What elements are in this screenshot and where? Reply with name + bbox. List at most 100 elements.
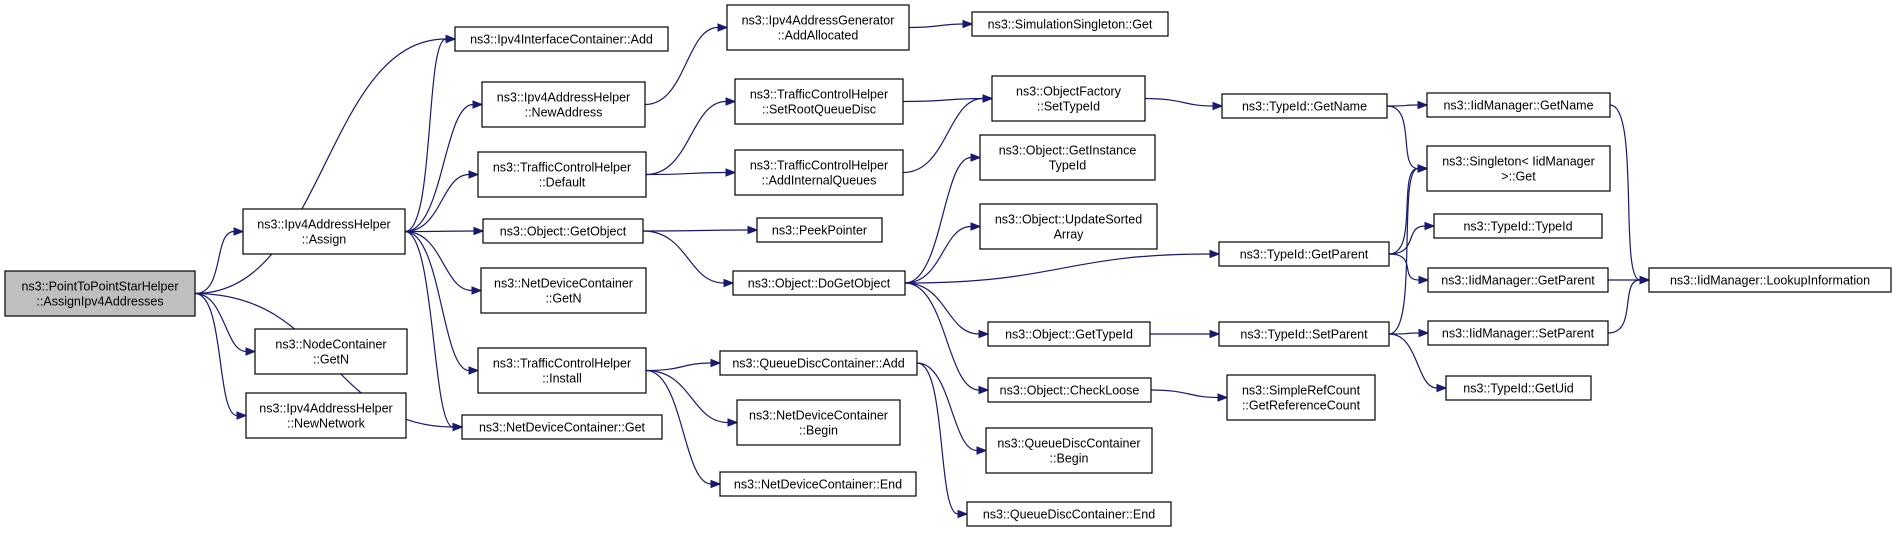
node-getobject[interactable]: ns3::Object::GetObject <box>482 218 644 244</box>
node-label-line: ns3::Ipv4AddressGenerator <box>742 14 895 28</box>
node-iid-getparent[interactable]: ns3::IidManager::GetParent <box>1427 267 1609 293</box>
edge-qdc-add-to-qdc-begin <box>916 362 988 455</box>
node-tch-default[interactable]: ns3::TrafficControlHelper::Default <box>477 151 647 198</box>
arrowhead-icon <box>1424 221 1436 231</box>
node-node-getn[interactable]: ns3::NodeContainer::GetN <box>254 328 408 375</box>
node-label-line: ns3::QueueDiscContainer::End <box>983 508 1155 522</box>
node-label-line: ns3::Singleton< IidManager <box>1442 155 1595 169</box>
node-box <box>985 427 1153 474</box>
arrowhead-icon <box>472 100 484 109</box>
edge-getobject-to-dogetobject <box>642 230 735 288</box>
node-sim-singleton[interactable]: ns3::SimulationSingleton::Get <box>971 11 1169 37</box>
node-label-line: ns3::IidManager::LookupInformation <box>1670 274 1870 288</box>
node-ndc-end[interactable]: ns3::NetDeviceContainer::End <box>719 471 917 497</box>
node-ipv4ic-add[interactable]: ns3::Ipv4InterfaceContainer::Add <box>454 26 669 52</box>
node-tid-getparent[interactable]: ns3::TypeId::GetParent <box>1218 241 1390 267</box>
node-box <box>734 149 904 196</box>
node-label-line: ns3::IidManager::GetName <box>1443 99 1593 113</box>
edge-line <box>645 369 712 485</box>
node-tid-setparent[interactable]: ns3::TypeId::SetParent <box>1218 321 1390 347</box>
edge-addr-assign-to-ipv4ic-add <box>404 34 457 233</box>
arrowhead-icon <box>1417 164 1429 173</box>
edge-line <box>904 253 1211 284</box>
node-label-line: ::AssignIpv4Addresses <box>36 295 163 309</box>
node-iid-lookup[interactable]: ns3::IidManager::LookupInformation <box>1648 267 1892 293</box>
edge-line <box>1150 389 1219 399</box>
node-tid-getuid[interactable]: ns3::TypeId::GetUid <box>1445 375 1592 401</box>
edge-iid-setparent-to-iid-lookup <box>1607 275 1651 334</box>
edge-line <box>1388 332 1420 335</box>
node-label-line: ns3::Object::GetInstance <box>999 144 1137 158</box>
node-label-line: ns3::IidManager::SetParent <box>1442 327 1595 341</box>
edge-tid-setparent-to-iid-setparent <box>1388 328 1430 338</box>
node-addr-assign[interactable]: ns3::Ipv4AddressHelper::Assign <box>242 208 406 255</box>
node-tch-install[interactable]: ns3::TrafficControlHelper::Install <box>477 347 647 394</box>
edge-tch-default-to-add-internal-q <box>645 168 737 177</box>
node-label-line: ns3::TrafficControlHelper <box>750 159 888 173</box>
arrowhead-icon <box>1209 329 1221 339</box>
node-new-address[interactable]: ns3::Ipv4AddressHelper::NewAddress <box>481 81 646 128</box>
edge-line <box>1607 279 1641 334</box>
node-box <box>987 321 1151 347</box>
edge-line <box>194 292 247 353</box>
node-label-line: ::SetRootQueueDisc <box>762 103 876 117</box>
edge-tid-getparent-to-tid-typeid <box>1388 221 1436 255</box>
node-box <box>454 26 669 52</box>
node-qdc-add[interactable]: ns3::QueueDiscContainer::Add <box>719 350 918 376</box>
node-dogetobject[interactable]: ns3::Object::DoGetObject <box>732 270 906 296</box>
node-add-internal-q[interactable]: ns3::TrafficControlHelper::AddInternalQu… <box>734 149 904 196</box>
node-box <box>736 399 901 446</box>
edge-dogetobject-to-obj-gettypeid <box>904 282 990 339</box>
node-qdc-end[interactable]: ns3::QueueDiscContainer::End <box>966 501 1172 527</box>
node-label-line: ns3::NetDeviceContainer <box>749 409 888 423</box>
node-label-line: ns3::TrafficControlHelper <box>493 161 631 175</box>
edge-line <box>194 38 447 295</box>
node-label-line: ns3::IidManager::GetParent <box>1441 274 1595 288</box>
node-qdc-begin[interactable]: ns3::QueueDiscContainer::Begin <box>985 427 1153 474</box>
edge-addr-assign-to-ndc-get <box>404 230 464 432</box>
node-obj-gettypeid[interactable]: ns3::Object::GetTypeId <box>987 321 1151 347</box>
node-box <box>1433 213 1603 239</box>
node-srefcount[interactable]: ns3::SimpleRefCount::GetReferenceCount <box>1226 374 1376 421</box>
node-set-root-qd[interactable]: ns3::TrafficControlHelper::SetRootQueueD… <box>734 78 904 125</box>
node-ndc-getn[interactable]: ns3::NetDeviceContainer::GetN <box>480 267 647 314</box>
arrowhead-icon <box>1418 275 1430 285</box>
node-label-line: ns3::PointToPointStarHelper <box>21 280 178 294</box>
node-ndc-get[interactable]: ns3::NetDeviceContainer::Get <box>461 414 663 440</box>
node-label-line: ns3::Ipv4AddressHelper <box>257 218 390 232</box>
node-label-line: ::SetTypeId <box>1037 100 1100 114</box>
edge-line <box>904 282 980 391</box>
node-box <box>991 75 1146 122</box>
node-ndc-begin[interactable]: ns3::NetDeviceContainer::Begin <box>736 399 901 446</box>
edge-line <box>1386 104 1419 107</box>
node-label-line: ns3::TypeId::GetUid <box>1463 382 1574 396</box>
node-box <box>1426 145 1611 192</box>
node-box <box>461 414 663 440</box>
node-iid-setparent[interactable]: ns3::IidManager::SetParent <box>1427 320 1609 346</box>
node-peekpointer[interactable]: ns3::PeekPointer <box>756 217 883 243</box>
node-box <box>726 4 910 51</box>
node-box <box>4 270 196 317</box>
node-new-network[interactable]: ns3::Ipv4AddressHelper::NewNetwork <box>245 392 407 439</box>
node-label-line: ns3::TypeId::TypeId <box>1463 220 1572 234</box>
arrowhead-icon <box>471 286 483 295</box>
node-gen-addalloc[interactable]: ns3::Ipv4AddressGenerator::AddAllocated <box>726 4 910 51</box>
edge-line <box>1388 225 1426 255</box>
node-tid-typeid[interactable]: ns3::TypeId::TypeId <box>1433 213 1603 239</box>
edge-line <box>904 282 980 335</box>
node-label-line: ns3::TypeId::SetParent <box>1240 328 1368 342</box>
node-checkloose[interactable]: ns3::Object::CheckLoose <box>987 377 1152 403</box>
node-singleton-get[interactable]: ns3::Singleton< IidManager>::Get <box>1426 145 1611 192</box>
node-box <box>245 392 407 439</box>
node-box <box>979 203 1158 250</box>
arrowhead-icon <box>962 19 974 29</box>
arrowhead-icon <box>957 509 969 519</box>
node-iid-getname[interactable]: ns3::IidManager::GetName <box>1426 92 1611 118</box>
node-label-line: ::Install <box>542 372 582 386</box>
node-tid-getname[interactable]: ns3::TypeId::GetName <box>1221 93 1388 119</box>
node-root[interactable]: ns3::PointToPointStarHelper::AssignIpv4A… <box>4 270 196 317</box>
edge-root-to-node-getn <box>194 292 257 356</box>
node-of-settypeid[interactable]: ns3::ObjectFactory::SetTypeId <box>991 75 1146 122</box>
